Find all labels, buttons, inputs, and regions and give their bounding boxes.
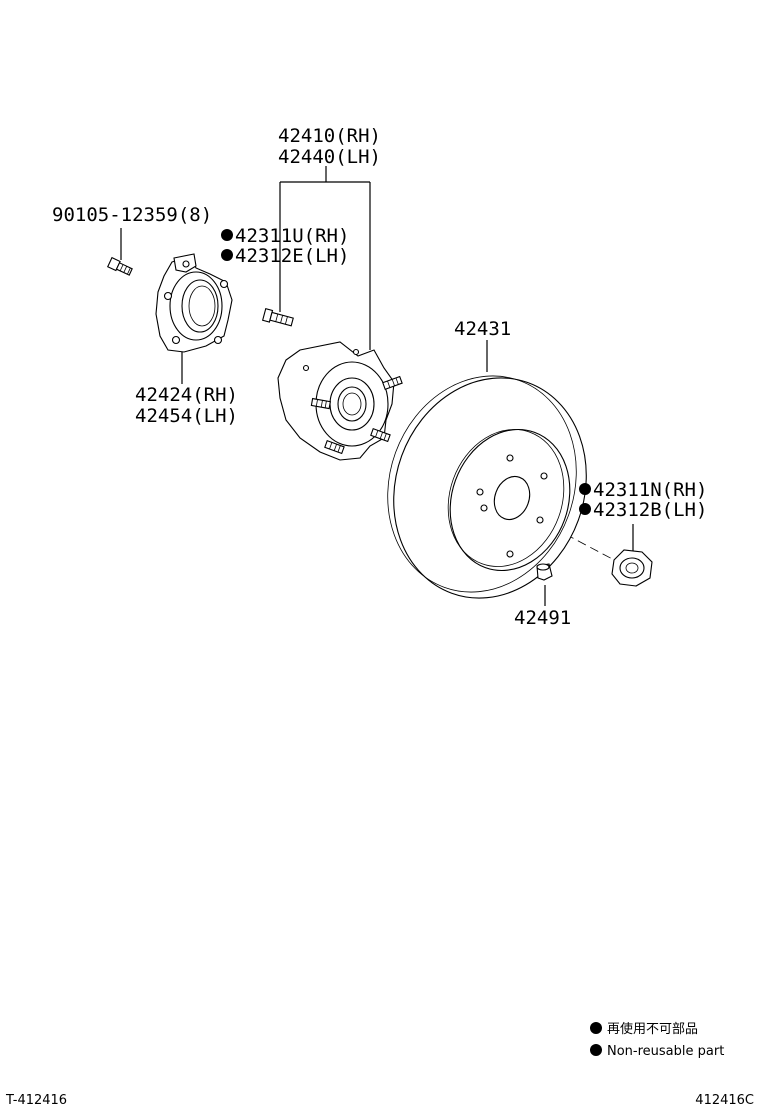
callout-hub-bolt-lh[interactable]: 42312E(LH) (235, 245, 349, 267)
non-reusable-mark-icon (579, 503, 591, 515)
hub-bolt-part (261, 307, 294, 327)
footer-right-code: 412416C (695, 1093, 754, 1108)
callout-plug[interactable]: 42491 (514, 607, 571, 629)
callout-carrier-lh[interactable]: 42454(LH) (135, 405, 238, 427)
brake-rotor-part (387, 375, 587, 599)
legend-mark-icon (590, 1022, 602, 1034)
plug-part (536, 563, 553, 581)
footer-left-code: T-412416 (5, 1093, 67, 1108)
hub-nut-part (611, 549, 653, 587)
callout-bolt[interactable]: 90105-12359(8) (52, 204, 212, 226)
callout-rotor[interactable]: 42431 (454, 318, 511, 340)
callout-carrier-rh[interactable]: 42424(RH) (135, 384, 238, 406)
callout-hub-bolt-rh[interactable]: 42311U(RH) (235, 225, 349, 247)
callout-nut-rh[interactable]: 42311N(RH) (593, 479, 707, 501)
hub-assembly-part (277, 341, 403, 461)
non-reusable-mark-icon (579, 483, 591, 495)
non-reusable-mark-icon (221, 249, 233, 261)
callout-nut-lh[interactable]: 42312B(LH) (593, 499, 707, 521)
callout-hub-lh[interactable]: 42440(LH) (278, 146, 381, 168)
legend-en-text: Non-reusable part (607, 1044, 724, 1059)
legend: 再使用不可部品 Non-reusable part (590, 1021, 724, 1059)
non-reusable-mark-icon (221, 229, 233, 241)
legend-mark-icon (590, 1044, 602, 1056)
carrier-plate-part (155, 253, 233, 353)
bolt-90105-part (106, 256, 133, 276)
callout-labels: 42410(RH) 42440(LH) 90105-12359(8) 42311… (52, 125, 707, 629)
callout-hub-rh[interactable]: 42410(RH) (278, 125, 381, 147)
legend-jp-text: 再使用不可部品 (607, 1021, 698, 1037)
